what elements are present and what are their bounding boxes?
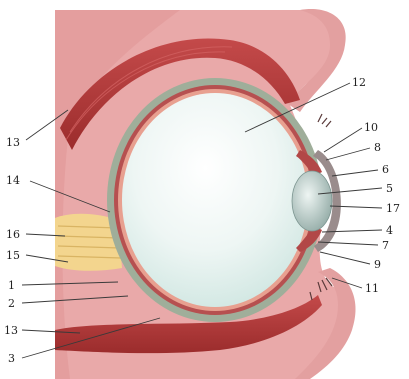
label-13-top: 13 bbox=[6, 136, 20, 149]
label-3: 3 bbox=[8, 352, 15, 365]
label-14: 14 bbox=[6, 174, 20, 187]
lens bbox=[292, 171, 332, 231]
label-5: 5 bbox=[386, 182, 393, 195]
label-15: 15 bbox=[6, 249, 20, 262]
label-17: 17 bbox=[386, 202, 400, 215]
label-9: 9 bbox=[374, 258, 381, 271]
label-12: 12 bbox=[352, 76, 366, 89]
label-13-bottom: 13 bbox=[4, 324, 18, 337]
label-7: 7 bbox=[382, 239, 389, 252]
label-1: 1 bbox=[8, 279, 15, 292]
label-8: 8 bbox=[374, 141, 381, 154]
vitreous-body bbox=[122, 93, 308, 307]
label-6: 6 bbox=[382, 163, 389, 176]
label-11: 11 bbox=[365, 282, 379, 295]
label-4: 4 bbox=[386, 224, 393, 237]
label-10: 10 bbox=[364, 121, 378, 134]
label-16: 16 bbox=[6, 228, 20, 241]
label-2: 2 bbox=[8, 297, 15, 310]
